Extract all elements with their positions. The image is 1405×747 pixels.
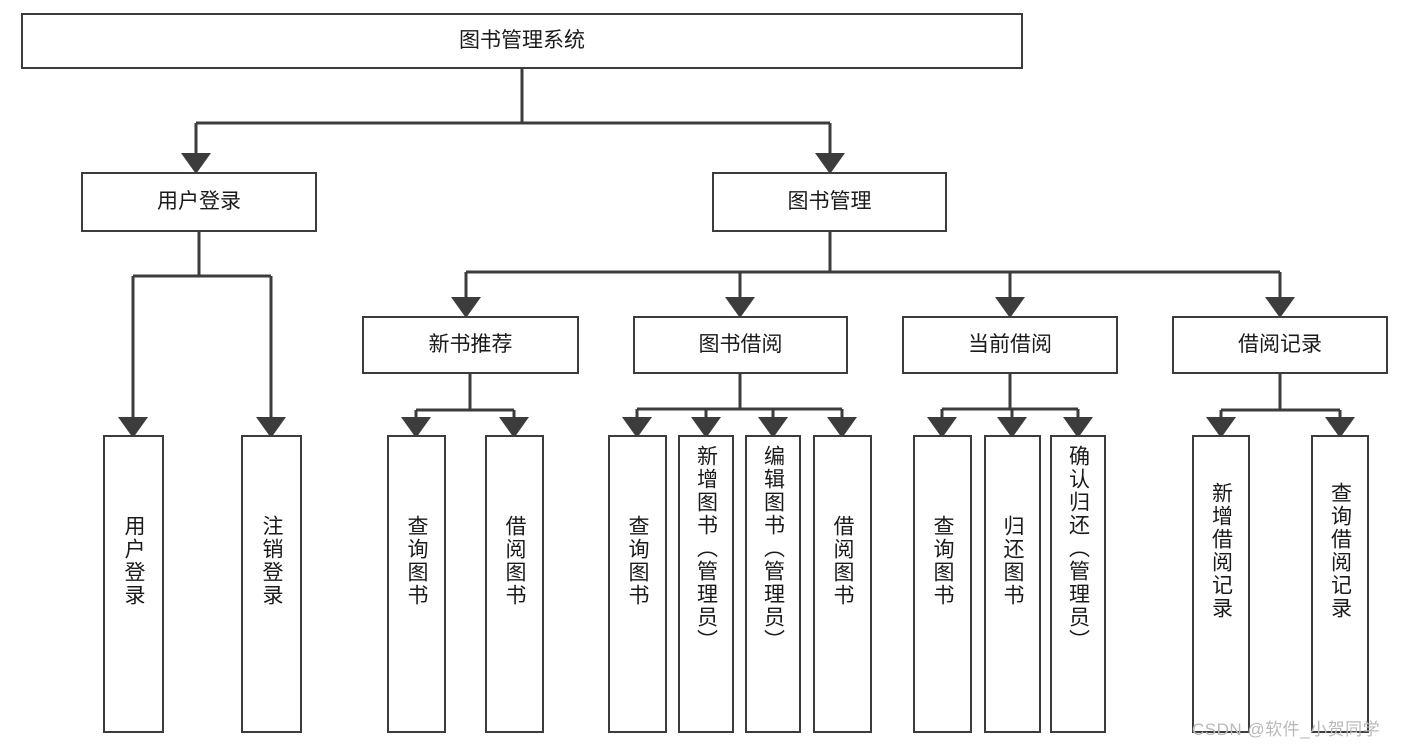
leaf-query-books-recommend[interactable]: 查询图书: [387, 435, 446, 733]
leaf-borrow-books-recommend[interactable]: 借阅图书: [485, 435, 544, 733]
node-label: 新增借阅记录: [1209, 482, 1233, 620]
node-book-borrow[interactable]: 图书借阅: [633, 316, 848, 374]
node-label: 查询图书: [626, 515, 649, 607]
node-label: 查询借阅记录: [1328, 482, 1352, 620]
node-label: 图书管理系统: [459, 28, 585, 52]
leaf-confirm-return-admin[interactable]: 确认归还（管理员）: [1050, 435, 1106, 733]
leaf-query-borrow-record[interactable]: 查询借阅记录: [1311, 435, 1369, 733]
node-label: 新书推荐: [428, 332, 513, 356]
leaf-query-books-current[interactable]: 查询图书: [913, 435, 972, 733]
node-label: 用户登录: [157, 189, 241, 213]
node-label: 用户登录: [122, 515, 145, 607]
node-label: 确认归还（管理员）: [1066, 445, 1090, 652]
leaf-add-book-admin[interactable]: 新增图书（管理员）: [678, 435, 734, 733]
node-label: 当前借阅: [968, 332, 1052, 356]
leaf-user-login[interactable]: 用户登录: [103, 435, 164, 733]
csdn-watermark: CSDN @软件_小贺同学: [1192, 720, 1381, 739]
node-label: 注销登录: [260, 515, 283, 607]
leaf-return-books[interactable]: 归还图书: [984, 435, 1041, 733]
node-label: 编辑图书（管理员）: [761, 445, 785, 652]
node-label: 归还图书: [1001, 515, 1024, 607]
node-current-borrow[interactable]: 当前借阅: [902, 316, 1118, 374]
node-label: 图书借阅: [698, 332, 783, 356]
node-book-management[interactable]: 图书管理: [712, 172, 947, 232]
node-label: 查询图书: [931, 515, 954, 607]
node-user-login[interactable]: 用户登录: [81, 172, 317, 232]
node-label: 查询图书: [405, 515, 428, 607]
node-label: 借阅图书: [503, 515, 526, 607]
leaf-logout[interactable]: 注销登录: [241, 435, 302, 733]
leaf-borrow-books[interactable]: 借阅图书: [813, 435, 872, 733]
node-new-book-recommend[interactable]: 新书推荐: [362, 316, 579, 374]
node-borrow-record[interactable]: 借阅记录: [1172, 316, 1388, 374]
node-root-system[interactable]: 图书管理系统: [21, 13, 1023, 69]
leaf-edit-book-admin[interactable]: 编辑图书（管理员）: [745, 435, 801, 733]
node-label: 借阅图书: [831, 515, 854, 607]
node-label: 新增图书（管理员）: [694, 445, 718, 652]
node-label: 图书管理: [787, 189, 872, 213]
leaf-query-books-borrow[interactable]: 查询图书: [608, 435, 667, 733]
node-label: 借阅记录: [1238, 332, 1322, 356]
leaf-add-borrow-record[interactable]: 新增借阅记录: [1192, 435, 1250, 733]
